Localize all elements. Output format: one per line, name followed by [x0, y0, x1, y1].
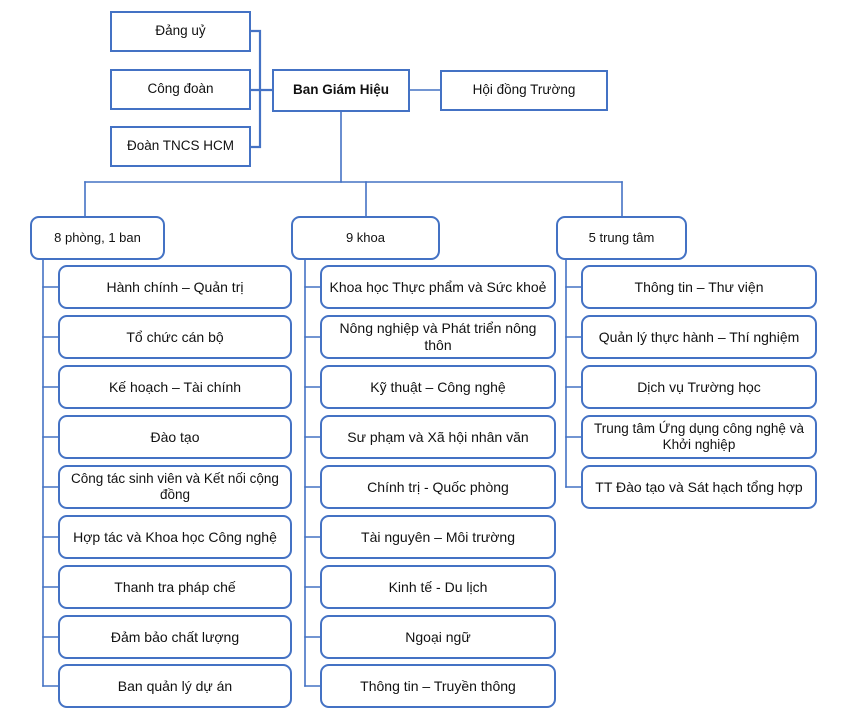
list-item[interactable]: Nông nghiệp và Phát triển nông thôn: [320, 315, 556, 359]
node-dang-uy[interactable]: Đảng uỷ: [110, 11, 251, 52]
list-item[interactable]: Ngoại ngữ: [320, 615, 556, 659]
column-header-phong-ban[interactable]: 8 phòng, 1 ban: [30, 216, 165, 260]
column-header-label: 8 phòng, 1 ban: [54, 230, 141, 246]
node-label: Đoàn TNCS HCM: [126, 138, 235, 154]
list-item-label: Sư phạm và Xã hội nhân văn: [347, 428, 529, 445]
list-item-label: Chính trị - Quốc phòng: [367, 478, 509, 495]
list-item-label: TT Đào tạo và Sát hạch tổng hợp: [595, 478, 803, 495]
node-label: Ban Giám Hiệu: [292, 82, 390, 98]
list-item[interactable]: TT Đào tạo và Sát hạch tổng hợp: [581, 465, 817, 509]
node-label: Công đoàn: [147, 81, 214, 97]
list-item-label: Dịch vụ Trường học: [637, 378, 761, 395]
list-item[interactable]: Chính trị - Quốc phòng: [320, 465, 556, 509]
list-item[interactable]: Thông tin – Truyền thông: [320, 664, 556, 708]
node-label: Đảng uỷ: [155, 23, 206, 39]
list-item-label: Hành chính – Quản trị: [106, 278, 244, 295]
list-item-label: Đảm bảo chất lượng: [110, 628, 240, 645]
list-item[interactable]: Quản lý thực hành – Thí nghiệm: [581, 315, 817, 359]
list-item-label: Ngoại ngữ: [405, 628, 471, 645]
list-item[interactable]: Kinh tế - Du lịch: [320, 565, 556, 609]
list-item-label: Kế hoạch – Tài chính: [108, 378, 242, 395]
list-item-label: Hợp tác và Khoa học Công nghệ: [73, 528, 277, 545]
list-item[interactable]: Hành chính – Quản trị: [58, 265, 292, 309]
list-item-label: Tổ chức cán bộ: [126, 328, 224, 345]
column-header-trung-tam[interactable]: 5 trung tâm: [556, 216, 687, 260]
column-header-label: 9 khoa: [345, 230, 386, 246]
list-item[interactable]: Sư phạm và Xã hội nhân văn: [320, 415, 556, 459]
list-item[interactable]: Đảm bảo chất lượng: [58, 615, 292, 659]
list-item[interactable]: Thanh tra pháp chế: [58, 565, 292, 609]
list-item[interactable]: Hợp tác và Khoa học Công nghệ: [58, 515, 292, 559]
list-item-label: Đào tạo: [150, 428, 200, 445]
list-item[interactable]: Thông tin – Thư viện: [581, 265, 817, 309]
list-item-label: Thanh tra pháp chế: [114, 578, 236, 595]
list-item-label: Kỹ thuật – Công nghệ: [370, 378, 506, 395]
list-item-label: Trung tâm Ứng dụng công nghệ và Khởi ngh…: [594, 420, 804, 452]
node-ban-giam-hieu[interactable]: Ban Giám Hiệu: [272, 69, 410, 112]
list-item[interactable]: Đào tạo: [58, 415, 292, 459]
list-item[interactable]: Công tác sinh viên và Kết nối cộng đồng: [58, 465, 292, 509]
list-item-label: Nông nghiệp và Phát triển nông thôn: [339, 320, 537, 353]
list-item[interactable]: Kỹ thuật – Công nghệ: [320, 365, 556, 409]
list-item-label: Ban quản lý dự án: [117, 677, 233, 694]
node-doan-tncs-hcm[interactable]: Đoàn TNCS HCM: [110, 126, 251, 167]
list-item[interactable]: Kế hoạch – Tài chính: [58, 365, 292, 409]
node-label: Hội đồng Trường: [472, 82, 576, 98]
list-item[interactable]: Trung tâm Ứng dụng công nghệ và Khởi ngh…: [581, 415, 817, 459]
list-item[interactable]: Tài nguyên – Môi trường: [320, 515, 556, 559]
node-cong-doan[interactable]: Công đoàn: [110, 69, 251, 110]
list-item[interactable]: Khoa học Thực phẩm và Sức khoẻ: [320, 265, 556, 309]
list-item-label: Công tác sinh viên và Kết nối cộng đồng: [71, 470, 279, 502]
list-item-label: Thông tin – Thư viện: [634, 278, 764, 295]
list-item-label: Quản lý thực hành – Thí nghiệm: [598, 328, 800, 345]
list-item-label: Kinh tế - Du lịch: [388, 578, 488, 595]
list-item-label: Khoa học Thực phẩm và Sức khoẻ: [329, 278, 547, 295]
column-header-khoa[interactable]: 9 khoa: [291, 216, 440, 260]
column-header-label: 5 trung tâm: [588, 230, 655, 246]
list-item[interactable]: Ban quản lý dự án: [58, 664, 292, 708]
list-item-label: Thông tin – Truyền thông: [360, 677, 516, 694]
list-item[interactable]: Tổ chức cán bộ: [58, 315, 292, 359]
node-hoi-dong-truong[interactable]: Hội đồng Trường: [440, 70, 608, 111]
list-item[interactable]: Dịch vụ Trường học: [581, 365, 817, 409]
list-item-label: Tài nguyên – Môi trường: [361, 528, 515, 545]
